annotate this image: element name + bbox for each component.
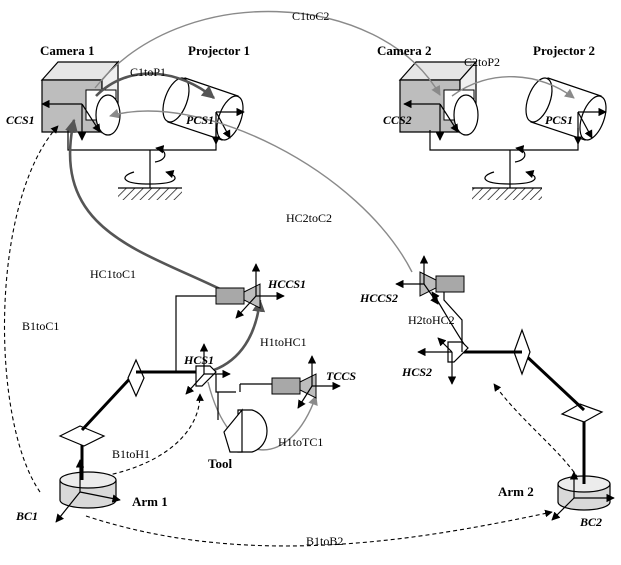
hccs2-label: HCCS2 [359, 291, 398, 305]
link-c1toc2 [94, 10, 441, 96]
tool-label: Tool [208, 456, 232, 471]
link-c2top2 [451, 76, 575, 99]
arm-1-base [59, 471, 117, 509]
hcs2-label: HCS2 [401, 365, 432, 379]
link-c1top1 [95, 72, 216, 100]
ccs2-label: CCS2 [383, 113, 412, 127]
rig-2 [398, 60, 607, 200]
rig-1 [40, 60, 245, 200]
ccs1-label: CCS1 [6, 113, 35, 127]
hc2toc2-label: HC2toC2 [286, 211, 332, 225]
projector-1-label: Projector 1 [188, 43, 250, 58]
link-h2tohc2 [431, 291, 465, 345]
projector-2-label: Projector 2 [533, 43, 595, 58]
c1toc2-label: C1toC2 [292, 9, 329, 23]
h1totc1-label: H1toTC1 [278, 435, 323, 449]
hcs1-label: HCS1 [183, 353, 214, 367]
projector-1-body [162, 77, 244, 141]
projector-2-body [525, 77, 607, 141]
hc1toc1-label: HC1toC1 [90, 267, 136, 281]
link-b2toh2 [493, 383, 579, 479]
link-b1toc1 [3, 125, 59, 493]
link-b1tob2 [85, 509, 553, 547]
link-hc1toc1 [65, 118, 223, 292]
tccs-label: TCCS [326, 369, 356, 383]
c2top2-label: C2toP2 [464, 55, 500, 69]
camera-2-label: Camera 2 [377, 43, 432, 58]
h2tohc2-label: H2toHC2 [408, 313, 455, 327]
arm-1 [55, 263, 341, 523]
b1tob2-label: B1toB2 [306, 534, 343, 548]
pcs1-right-label: PCS1 [545, 113, 573, 127]
link-b1toh1 [91, 393, 204, 479]
b1toh1-label: B1toH1 [112, 447, 150, 461]
bc1-label: BC1 [15, 509, 38, 523]
b1toc1-label: B1toC1 [22, 319, 59, 333]
arm-2 [395, 255, 615, 521]
pcs1-left-label: PCS1 [186, 113, 214, 127]
bc2-label: BC2 [579, 515, 602, 529]
camera-1-label: Camera 1 [40, 43, 95, 58]
tool-body [223, 408, 268, 453]
link-h1tohc1 [213, 298, 266, 372]
h1tohc1-label: H1toHC1 [260, 335, 307, 349]
hccs1-label: HCCS1 [267, 277, 306, 291]
arm-2-label: Arm 2 [498, 484, 534, 499]
arm-1-label: Arm 1 [132, 494, 168, 509]
link-hc2toc2 [109, 108, 413, 273]
c1top1-label: C1toP1 [130, 65, 166, 79]
